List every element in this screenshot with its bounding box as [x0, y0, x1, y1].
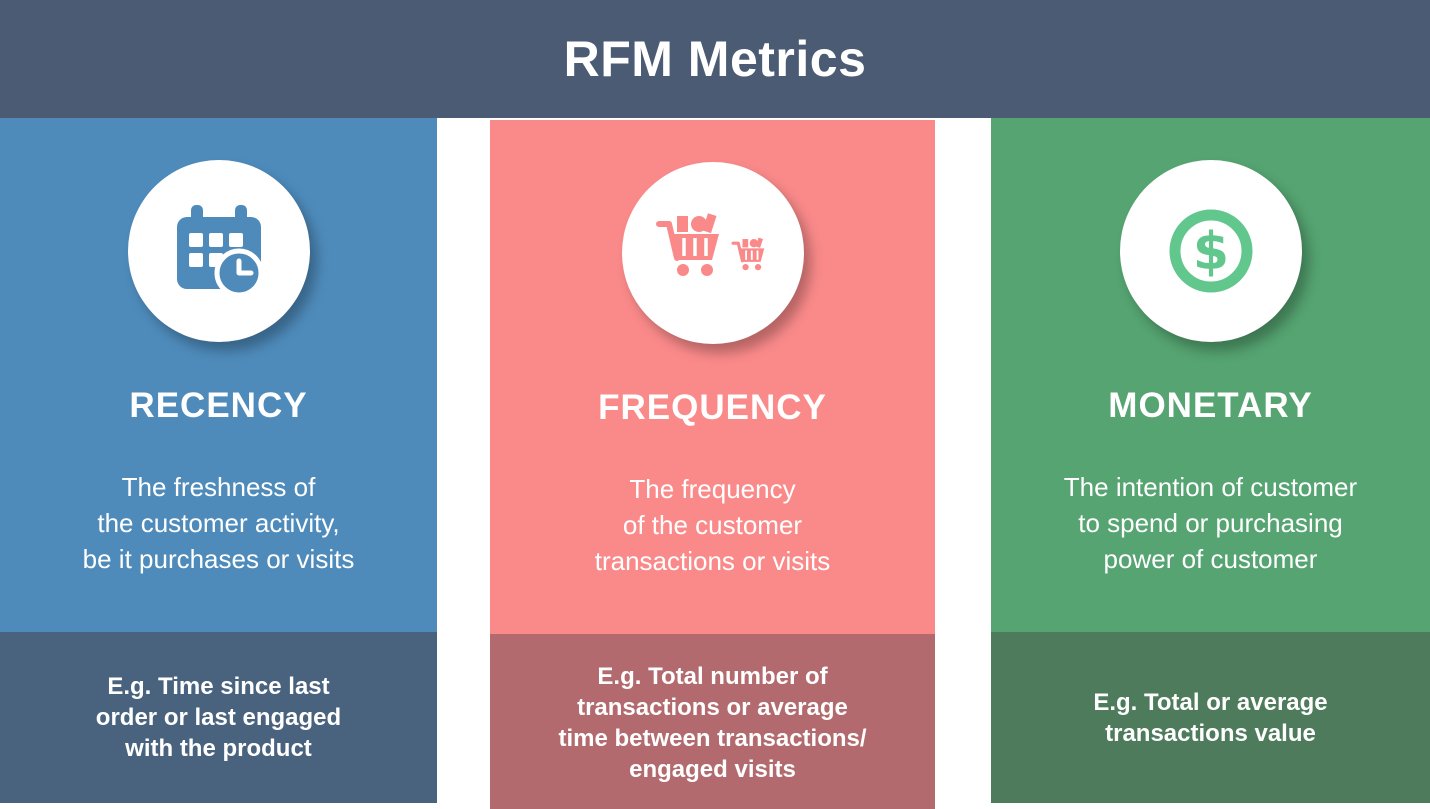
monetary-main-panel: $ MONETARY The intention of customer to …	[991, 118, 1430, 632]
column-example: E.g. Total or average transactions value	[1093, 688, 1328, 747]
recency-example-panel: E.g. Time since last order or last engag…	[0, 632, 437, 803]
column-title: RECENCY	[129, 386, 308, 425]
column-description: The intention of customer to spend or pu…	[1063, 472, 1358, 574]
icon-circle	[127, 160, 310, 342]
column-description: The frequency of the customer transactio…	[594, 474, 831, 576]
frequency-main-panel: FREQUENCY The frequency of the customer …	[490, 120, 935, 634]
column-title: FREQUENCY	[598, 388, 827, 427]
icon-circle: $	[1119, 160, 1302, 342]
dollar-coin-icon: $	[1169, 209, 1252, 293]
monetary-example-panel: E.g. Total or average transactions value	[991, 632, 1430, 803]
svg-text:$: $	[1192, 222, 1228, 282]
page-title: RFM Metrics	[563, 31, 867, 87]
columns-container: RECENCY The freshness of the customer ac…	[0, 118, 1430, 809]
shopping-carts-icon	[653, 198, 766, 308]
column-gap	[935, 118, 991, 809]
column-gap	[437, 118, 490, 809]
calendar-clock-icon	[176, 205, 263, 298]
column-monetary: $ MONETARY The intention of customer to …	[991, 118, 1430, 809]
icon-circle	[621, 162, 804, 344]
column-frequency: FREQUENCY The frequency of the customer …	[490, 120, 935, 809]
column-title: MONETARY	[1108, 386, 1313, 425]
recency-main-panel: RECENCY The freshness of the customer ac…	[0, 118, 437, 632]
column-example: E.g. Total number of transactions or ave…	[558, 662, 867, 783]
column-recency: RECENCY The freshness of the customer ac…	[0, 118, 437, 809]
header: RFM Metrics	[0, 0, 1430, 118]
column-description: The freshness of the customer activity, …	[82, 472, 355, 574]
column-example: E.g. Time since last order or last engag…	[95, 673, 342, 762]
frequency-example-panel: E.g. Total number of transactions or ave…	[490, 634, 935, 809]
